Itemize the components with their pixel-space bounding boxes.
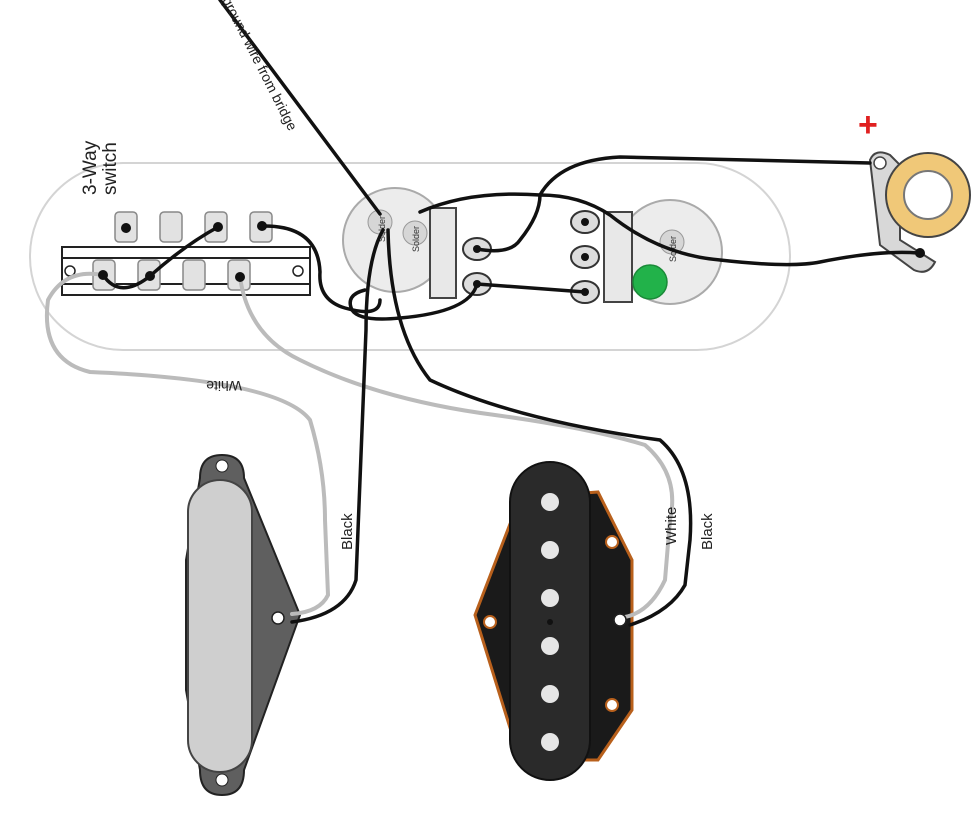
volume-solder-label-2: Solder (411, 226, 421, 252)
output-jack-icon (868, 151, 971, 273)
capacitor-icon (632, 264, 668, 300)
black-wire-label-bridge: Black (699, 513, 716, 550)
bridge-pickup (473, 461, 634, 781)
solder-dots (98, 221, 925, 282)
switch-label-line1: 3-Way (80, 140, 101, 195)
white-wire-label-bridge: White (663, 507, 680, 545)
neck-pickup (185, 453, 302, 797)
switch-label-line2: switch (100, 142, 121, 195)
black-wire-label-neck: Black (339, 513, 356, 550)
ground-wire-label: ground wire from bridge (219, 0, 300, 133)
switch-label: 3-Way switch (80, 140, 121, 195)
pickup-terminals (271, 611, 627, 627)
white-wire-label-top: White (206, 378, 242, 394)
white-wires (45, 271, 675, 619)
positive-terminal-label: + (858, 106, 878, 144)
